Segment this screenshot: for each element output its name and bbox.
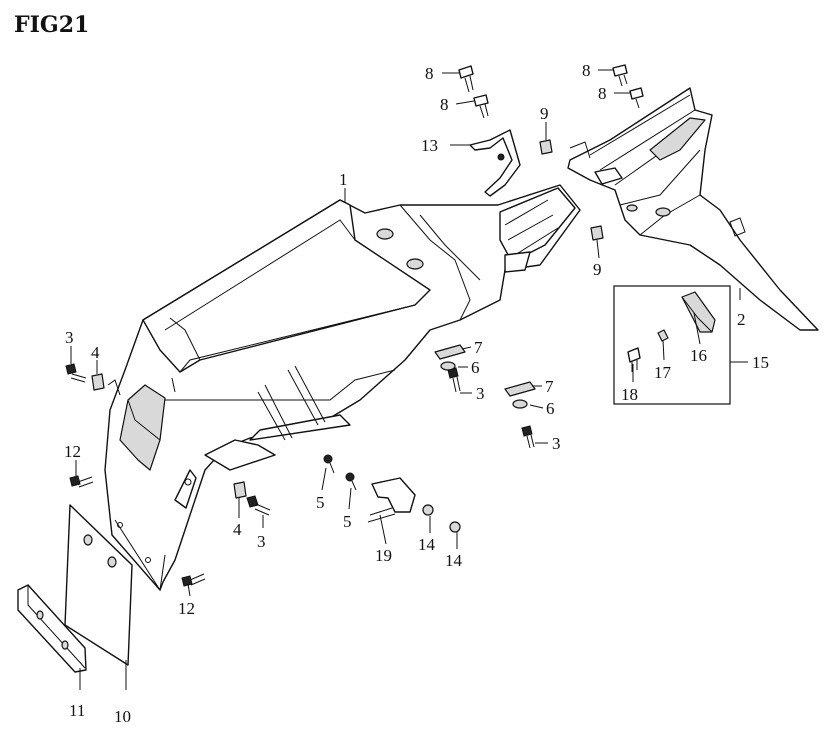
callout-12: 12	[178, 599, 195, 618]
callout-6: 6	[546, 399, 555, 418]
callout-4: 4	[233, 520, 242, 539]
callout-12: 12	[64, 442, 81, 461]
callout-13: 13	[421, 136, 438, 155]
callout-18: 18	[621, 385, 638, 404]
callout-4: 4	[91, 343, 100, 362]
part-11-reflector	[17, 584, 87, 673]
callout-8: 8	[425, 64, 434, 83]
hardware-screws	[65, 64, 644, 587]
callout-9: 9	[540, 104, 549, 123]
callout-2: 2	[737, 310, 746, 329]
callout-7: 7	[545, 377, 554, 396]
part-10-license-plate	[64, 504, 133, 666]
callout-17: 17	[654, 363, 672, 382]
part-1-rear-fender	[104, 184, 581, 592]
part-18-fastener	[627, 347, 641, 363]
part-16-pad	[681, 291, 716, 333]
callout-6: 6	[471, 358, 480, 377]
callout-3: 3	[552, 434, 561, 453]
part-2-splash-guard	[567, 87, 819, 331]
callout-14: 14	[418, 535, 436, 554]
callouts: 1 2 3 3 3 3 3 4 4 5 5 6 6 7 7 8 8 8 8 9 …	[64, 61, 769, 726]
part-19-clip-bracket	[367, 477, 416, 523]
callout-5: 5	[316, 493, 325, 512]
callout-3: 3	[476, 384, 485, 403]
callout-3: 3	[257, 532, 266, 551]
kit-15-box	[613, 285, 731, 405]
callout-8: 8	[598, 84, 607, 103]
callout-9: 9	[593, 260, 602, 279]
part-13-bracket	[469, 129, 521, 197]
callout-11: 11	[69, 701, 85, 720]
callout-19: 19	[375, 546, 392, 565]
callout-3: 3	[65, 328, 74, 347]
part-17-clip	[657, 329, 669, 342]
callout-15: 15	[752, 353, 769, 372]
callout-16: 16	[690, 346, 707, 365]
callout-10: 10	[114, 707, 131, 726]
callout-5: 5	[343, 512, 352, 531]
callout-7: 7	[474, 338, 483, 357]
leader-lines	[70, 69, 748, 690]
figure-title: FIG21	[14, 12, 89, 38]
callout-8: 8	[582, 61, 591, 80]
callout-14: 14	[445, 551, 463, 570]
callout-1: 1	[339, 170, 348, 189]
callout-8: 8	[440, 95, 449, 114]
